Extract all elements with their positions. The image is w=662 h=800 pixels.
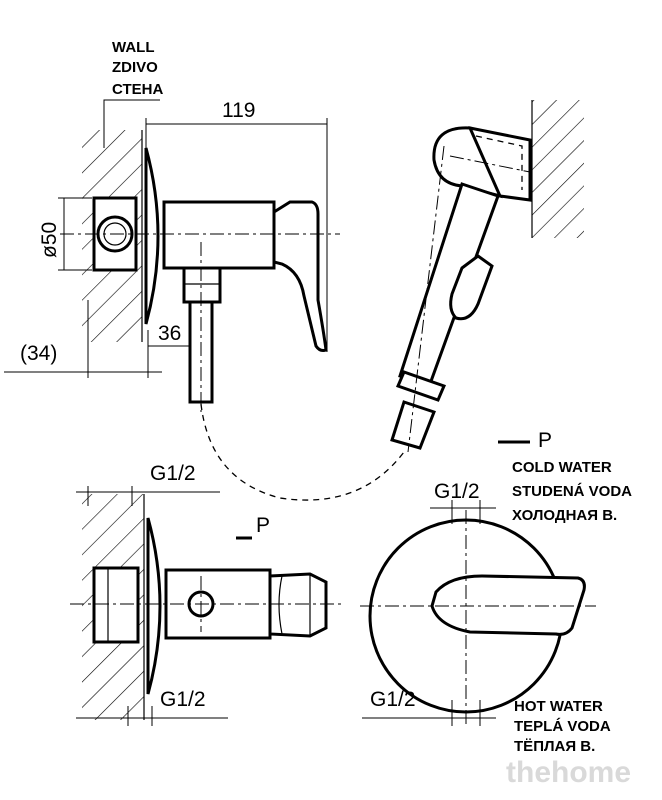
bottom-rosette xyxy=(146,517,162,695)
thread-top-side: G1/2 xyxy=(150,462,196,485)
cold-water-ru: ХОЛОДНАЯ В. xyxy=(512,507,617,524)
bottom-body-in-wall xyxy=(92,566,140,644)
hand-shower xyxy=(390,100,584,453)
wall-label-en: WALL xyxy=(112,39,155,56)
flow-marker-right: P xyxy=(538,429,552,452)
shower-head xyxy=(432,126,503,199)
cold-water-cz: STUDENÁ VODA xyxy=(512,483,632,500)
hot-water-en: HOT WATER xyxy=(514,698,603,715)
mixer-top-view: G1/2 G1/2 P xyxy=(70,462,344,726)
rosette-flange xyxy=(144,147,160,325)
dimension-36: 36 xyxy=(158,322,181,345)
wall-label-ru: СТЕНА xyxy=(112,81,163,98)
hot-water-ru: ТЁПЛАЯ В. xyxy=(514,738,595,755)
wall-label-cz: ZDIVO xyxy=(112,59,158,76)
hot-water-cz: TEPLÁ VODA xyxy=(514,718,611,735)
wall-hatch-right xyxy=(532,100,584,238)
thread-top-front: G1/2 xyxy=(434,480,480,503)
mixer-lever xyxy=(272,200,328,352)
dimension-diameter-50: ø50 xyxy=(38,222,61,258)
thread-bottom-front: G1/2 xyxy=(370,688,416,711)
shower-trigger xyxy=(449,254,494,321)
dimension-119: 119 xyxy=(222,99,255,122)
watermark-text: thehome xyxy=(506,756,631,789)
dimension-34: (34) xyxy=(20,342,57,365)
front-lever xyxy=(430,574,586,636)
bottom-lever xyxy=(268,572,328,638)
outlet-nut xyxy=(182,266,222,304)
mixer-side-view: 119 WALL ZDIVO СТЕНА ø50 (34) 36 xyxy=(4,39,340,412)
thread-bottom-side: G1/2 xyxy=(160,688,206,711)
flow-marker-left: P xyxy=(256,514,270,537)
shower-hose xyxy=(200,403,405,501)
cold-water-en: COLD WATER xyxy=(512,459,612,476)
hose-connector xyxy=(395,370,447,402)
mixer-cylinder xyxy=(162,200,276,270)
mixer-front-view: G1/2 G1/2 P COLD WATER STUDENÁ VODA ХОЛО… xyxy=(360,429,632,755)
